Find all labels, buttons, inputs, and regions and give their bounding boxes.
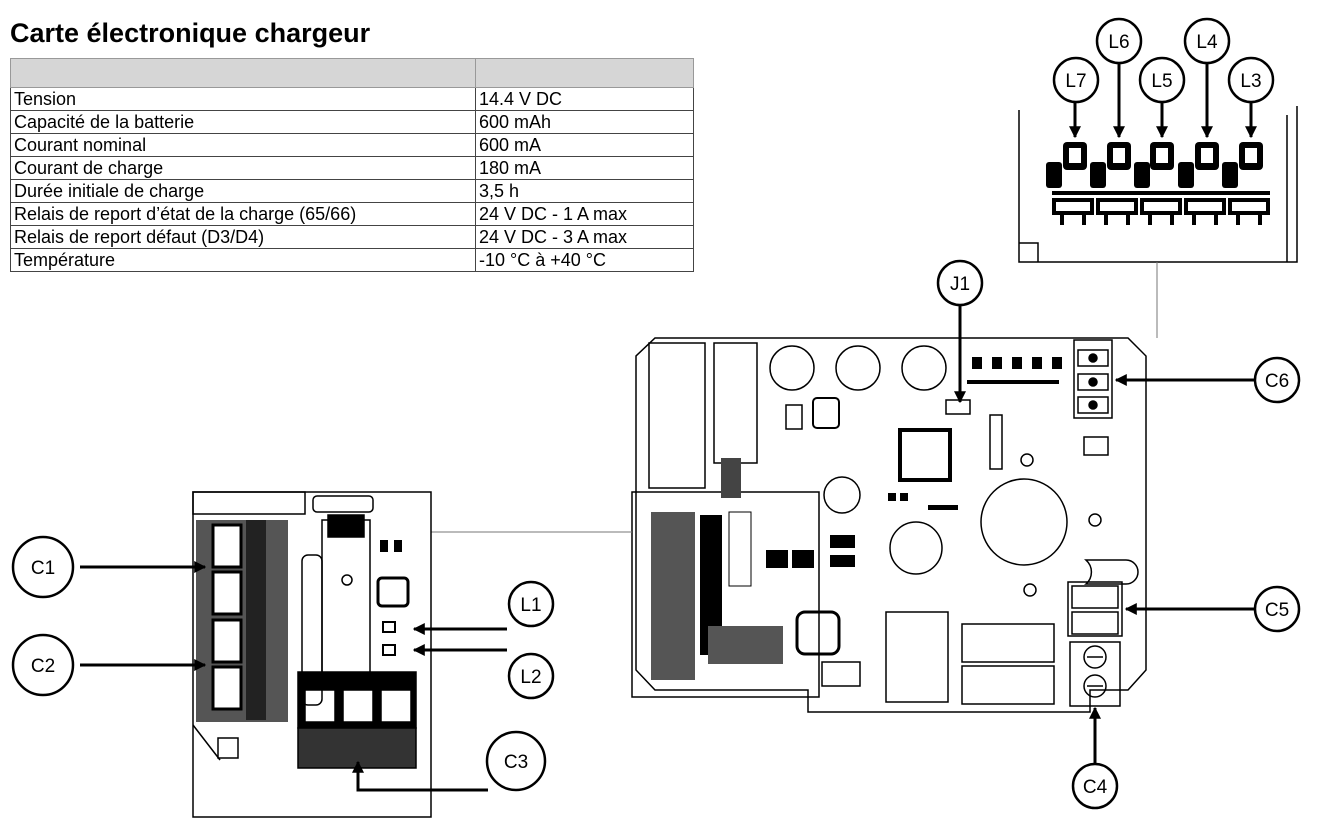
callout-l4: L4 (1183, 17, 1231, 65)
callout-l6: L6 (1095, 17, 1143, 65)
led-row-detail (1046, 142, 1263, 188)
spec-table-header (10, 58, 694, 88)
spec-label: Courant nominal (10, 133, 476, 157)
left-detail-inset (192, 491, 632, 818)
callout-l7-label: L7 (1065, 71, 1086, 92)
spec-label: Température (10, 248, 476, 272)
callout-c6-label: C6 (1265, 371, 1289, 392)
main-board-led-cluster (651, 357, 1062, 680)
callout-c3: C3 (485, 730, 547, 792)
callout-j1-label: J1 (950, 274, 970, 295)
spec-value: 600 mA (475, 133, 694, 157)
callout-l1: L1 (507, 580, 555, 628)
callout-l4-label: L4 (1196, 32, 1218, 53)
callout-l6-label: L6 (1108, 32, 1129, 53)
callout-l2-label: L2 (520, 667, 541, 688)
callout-arrows (80, 304, 1255, 792)
spec-label: Relais de report d’état de la charge (65… (10, 202, 476, 226)
led-detail-inset (1018, 106, 1298, 263)
callout-c5: C5 (1253, 585, 1301, 633)
callout-l3: L3 (1227, 56, 1275, 104)
spec-row: Relais de report d’état de la charge (65… (10, 202, 694, 226)
spec-label: Durée initiale de charge (10, 179, 476, 203)
spec-label: Tension (10, 87, 476, 111)
resistor-row-detail (1052, 198, 1270, 225)
callout-c1-label: C1 (31, 558, 55, 579)
callout-l3-label: L3 (1240, 71, 1261, 92)
spec-value: 24 V DC - 1 A max (475, 202, 694, 226)
spec-header-cell (475, 58, 694, 88)
spec-label: Courant de charge (10, 156, 476, 180)
callout-c3-label: C3 (504, 752, 528, 773)
spec-row: Température-10 °C à +40 °C (10, 248, 694, 272)
callout-c4-label: C4 (1083, 777, 1108, 798)
callout-l7: L7 (1052, 56, 1100, 104)
callout-c4: C4 (1071, 762, 1119, 810)
callout-l2: L2 (507, 652, 555, 700)
callout-l1-label: L1 (520, 595, 541, 616)
spec-value: -10 °C à +40 °C (475, 248, 694, 272)
spec-value: 24 V DC - 3 A max (475, 225, 694, 249)
left-terminal-block (196, 520, 402, 722)
callout-l5-label: L5 (1151, 71, 1172, 92)
callout-c2-label: C2 (31, 656, 55, 677)
spec-header-cell (10, 58, 476, 88)
spec-row: Relais de report défaut (D3/D4)24 V DC -… (10, 225, 694, 249)
callout-c1: C1 (11, 535, 75, 599)
callout-c6: C6 (1253, 356, 1301, 404)
callout-l5: L5 (1138, 56, 1186, 104)
led-callout-arrows (1069, 60, 1257, 139)
page-title: Carte électronique chargeur (10, 18, 371, 48)
callout-c5-label: C5 (1265, 600, 1289, 621)
callout-c2: C2 (11, 633, 75, 697)
callout-j1: J1 (936, 259, 984, 307)
